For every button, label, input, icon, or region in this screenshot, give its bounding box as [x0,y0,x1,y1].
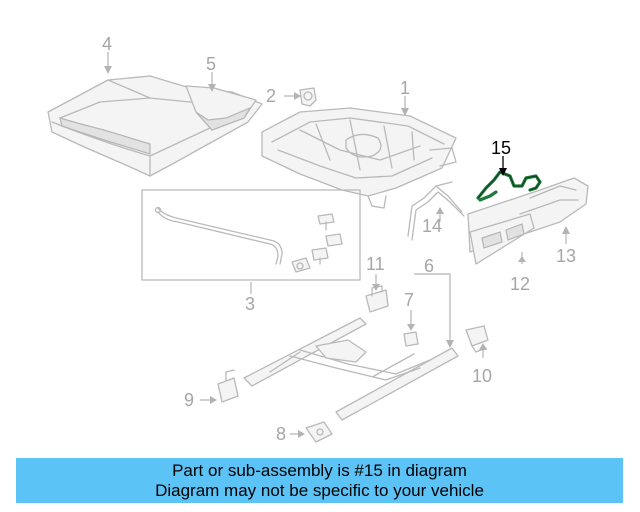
parts-diagram: 4 5 2 1 15 14 13 12 11 6 3 7 10 9 8 [47,34,589,444]
info-banner: Part or sub-assembly is #15 in diagram D… [16,458,623,503]
callout-10: 10 [472,366,492,386]
part-6-seat-track [243,317,459,421]
part-5-cushion-cover [185,85,257,131]
callout-14: 14 [422,216,442,236]
part-7-clip [403,331,419,347]
banner-line-1: Part or sub-assembly is #15 in diagram [172,460,467,480]
callout-1: 1 [400,78,410,98]
callout-15: 15 [491,138,511,158]
callout-12: 12 [510,274,530,294]
callout-11: 11 [366,254,385,274]
callout-4: 4 [102,34,112,54]
part-14-wire [407,181,465,241]
part-12-switch-panel [469,213,535,265]
callout-7: 7 [404,290,414,310]
part-8-bracket [305,421,333,443]
bolt-icon [317,213,335,231]
part-2-clip [299,87,317,107]
part-4-seat-cushion [47,75,263,177]
part-15-wire-harness [476,170,542,202]
callout-8: 8 [276,424,286,444]
callout-6: 6 [424,256,434,276]
part-11-bracket [365,285,389,313]
callout-3: 3 [245,294,255,314]
callout-9: 9 [184,390,194,410]
bolt-icon [311,247,329,265]
banner-line-2: Diagram may not be specific to your vehi… [155,480,484,500]
callout-13: 13 [556,246,576,266]
part-1-seat-frame [261,107,457,209]
nut-icon [291,257,311,273]
nut-icon [325,233,343,247]
callout-5: 5 [206,54,216,74]
part-3-hardware-kit [141,189,361,281]
callout-labels: 4 5 2 1 15 14 13 12 11 6 3 7 10 9 8 [102,34,576,444]
part-9-bracket [217,369,239,403]
part-10-bracket [465,325,489,353]
callout-2: 2 [266,86,276,106]
leader-lines [104,52,570,438]
